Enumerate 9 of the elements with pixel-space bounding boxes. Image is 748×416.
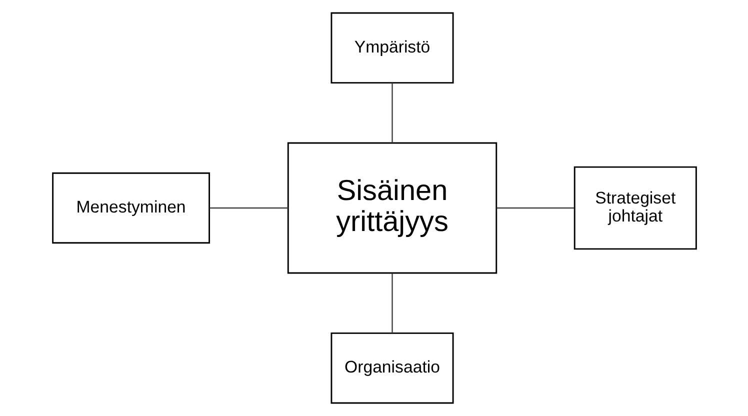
connector	[209, 207, 288, 209]
node-box: Strategiset johtajat	[573, 166, 696, 250]
node-box: Organisaatio	[330, 332, 454, 404]
connector	[496, 207, 574, 209]
node-box: Sisäinen yrittäjyys	[286, 142, 497, 274]
connector	[391, 82, 392, 143]
connector	[391, 273, 392, 334]
node-box: Menestyminen	[52, 172, 210, 244]
node-box: Ympäristö	[330, 12, 454, 84]
